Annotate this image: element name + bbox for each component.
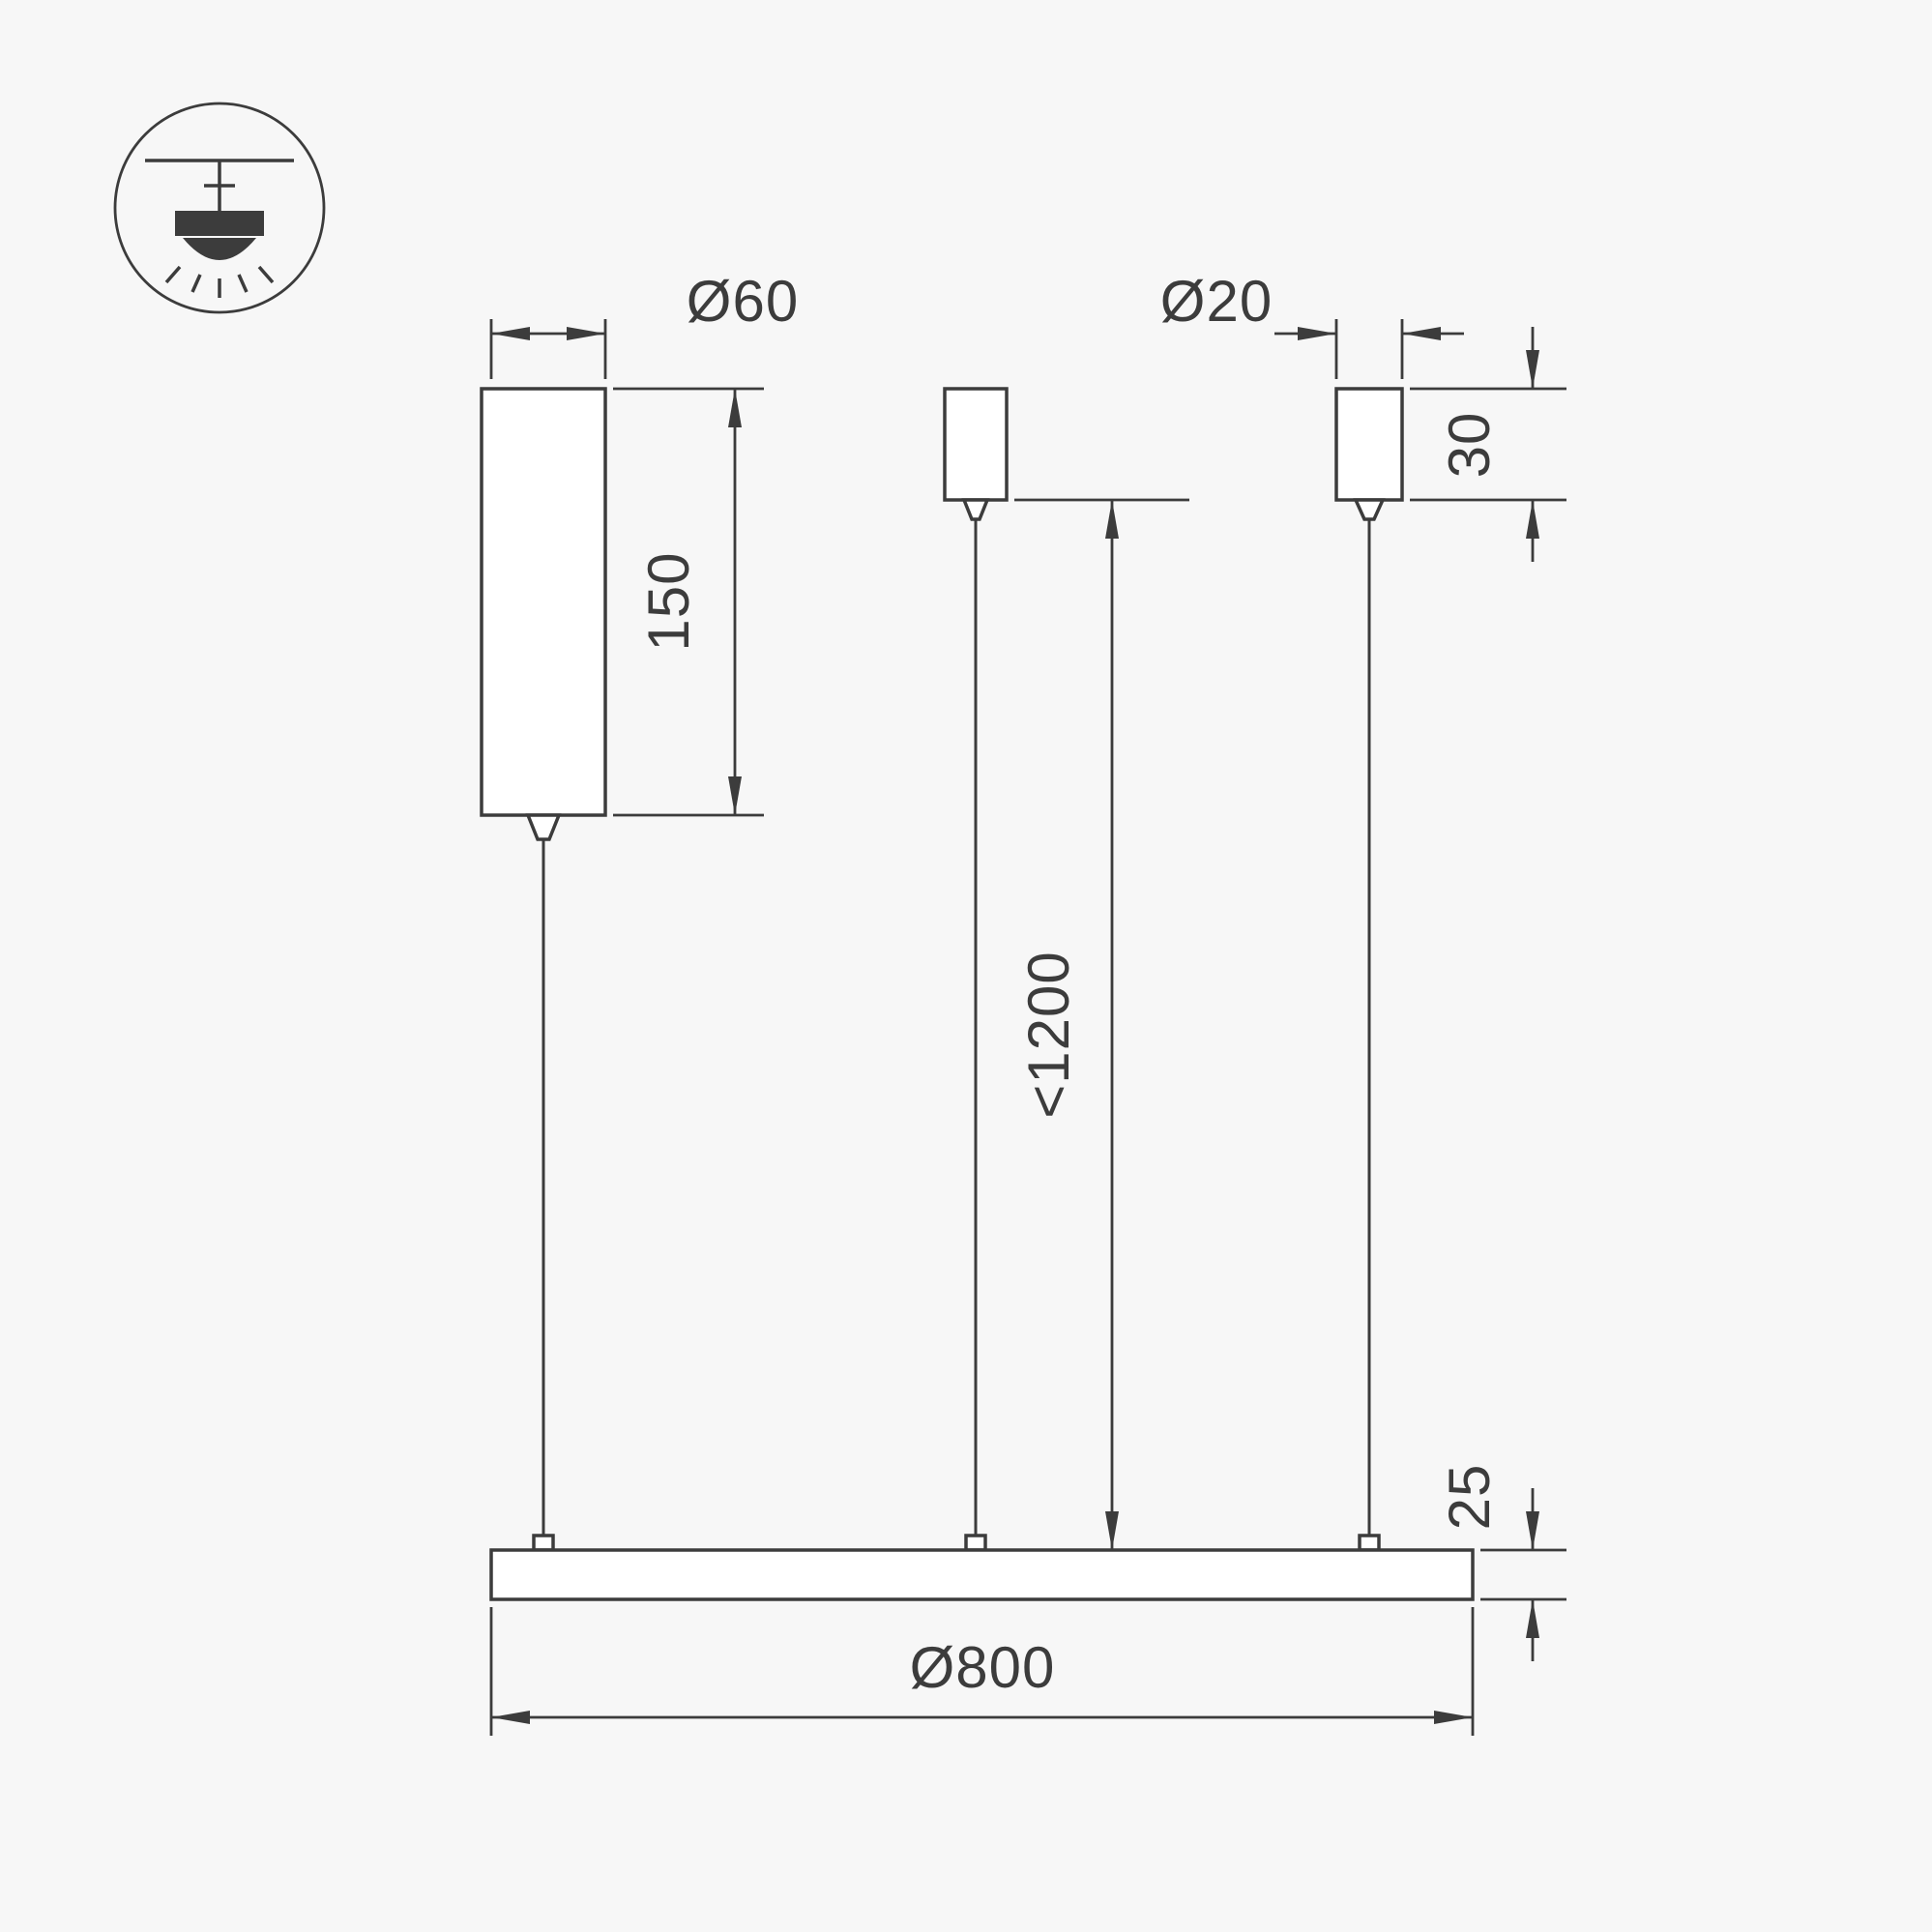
arrowhead-down-icon (728, 776, 742, 815)
icon-ray-1 (164, 265, 182, 284)
wire-connector-right (1358, 1534, 1381, 1552)
suspension-cap-right (1334, 387, 1404, 502)
wire-connector-left (532, 1534, 555, 1552)
dimension-driver-diameter: Ø60 (489, 269, 799, 379)
arrowhead-down-icon (1526, 1511, 1539, 1550)
wire-connector-middle (964, 1534, 987, 1552)
lamp-profile (489, 1548, 1475, 1601)
dimension-label-driver-height: 150 (636, 551, 701, 651)
pendant-mount-icon (113, 102, 326, 314)
dimension-label-profile-thickness: 25 (1437, 1464, 1502, 1531)
arrowhead-right-icon (567, 327, 605, 340)
driver-cord-grip (525, 813, 562, 841)
arrowhead-up-icon (1105, 500, 1119, 539)
luminaire-drawing (480, 387, 1475, 1601)
icon-ray-5 (257, 265, 275, 284)
suspension-cap-middle (943, 387, 1009, 502)
arrowhead-left-icon (491, 1711, 530, 1724)
arrowhead-up-icon (1526, 1599, 1539, 1638)
arrowhead-left-icon (491, 327, 530, 340)
arrowhead-right-icon (1298, 327, 1336, 340)
dimension-label-suspension-length: <1200 (1016, 951, 1081, 1119)
icon-shade (175, 211, 264, 236)
dimension-label-cap-height: 30 (1437, 412, 1502, 479)
dimension-lamp-diameter: Ø800 (489, 1607, 1475, 1736)
arrowhead-up-icon (1526, 500, 1539, 539)
cap-cord-grip-middle (961, 498, 990, 521)
dimension-label-lamp-diameter: Ø800 (910, 1635, 1056, 1700)
icon-ray-4 (237, 274, 249, 293)
driver-box (480, 387, 607, 817)
icon-circle (113, 102, 326, 314)
dimension-label-driver-diameter: Ø60 (687, 269, 799, 334)
arrowhead-left-icon (1402, 327, 1441, 340)
arrowhead-up-icon (728, 389, 742, 427)
cap-cord-grip-right (1353, 498, 1386, 521)
dimension-cap-diameter: Ø20 (1160, 269, 1464, 379)
icon-ray-2 (190, 274, 202, 293)
arrowhead-right-icon (1434, 1711, 1473, 1724)
dimension-driver-height: 150 (613, 387, 764, 817)
dimension-label-cap-diameter: Ø20 (1160, 269, 1273, 334)
arrowhead-down-icon (1526, 350, 1539, 389)
dimension-suspension-length: <1200 (1014, 498, 1189, 1550)
dimension-profile-thickness: 25 (1437, 1464, 1566, 1661)
icon-diffuser (183, 238, 256, 260)
arrowhead-down-icon (1105, 1511, 1119, 1550)
dimension-cap-height: 30 (1410, 327, 1566, 562)
